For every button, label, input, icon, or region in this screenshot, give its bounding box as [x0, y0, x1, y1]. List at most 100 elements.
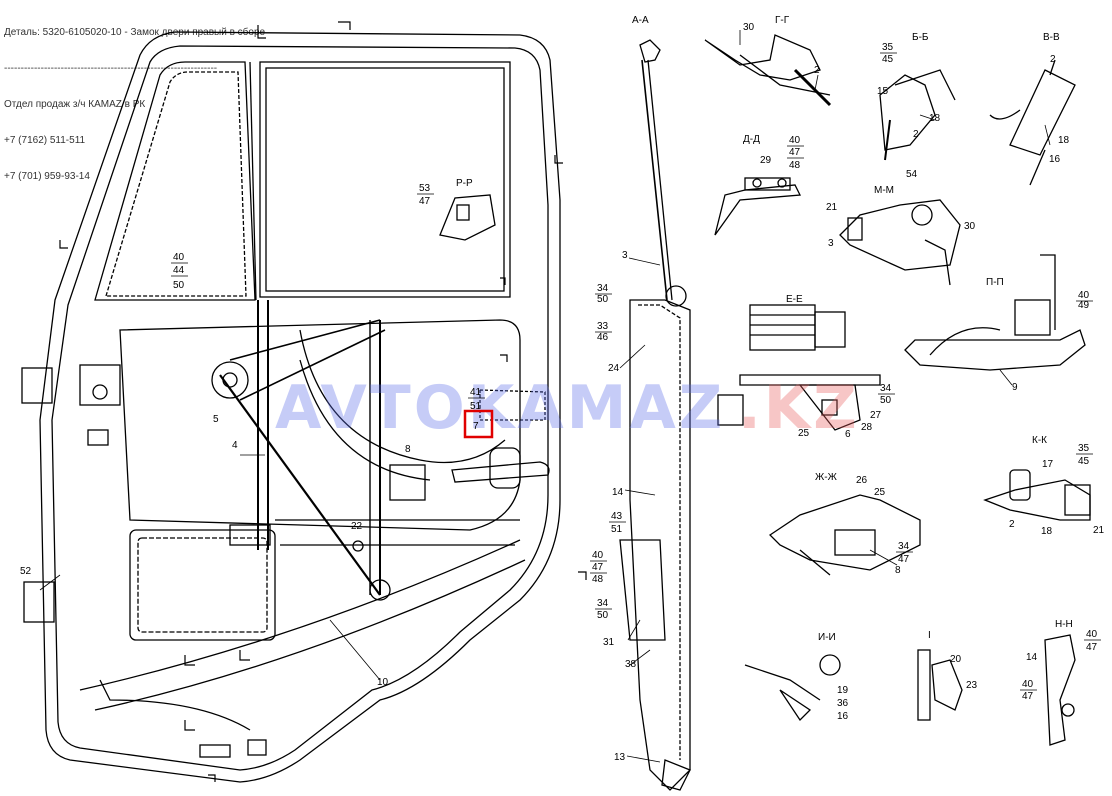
- section-label-vv: В-В: [1043, 32, 1060, 43]
- part-label-33: 33: [597, 321, 609, 332]
- phone-1[interactable]: +7 (7162) 511-511: [4, 135, 86, 146]
- part-label-48b: 48: [592, 574, 604, 585]
- part-label-22: 22: [351, 521, 363, 532]
- section-kk-drawing: [983, 469, 1091, 521]
- part-label-3: 3: [828, 238, 834, 249]
- part-label-40: 40: [789, 135, 801, 146]
- part-label-21b: 21: [1093, 525, 1105, 536]
- leader-lines: [39, 30, 1051, 763]
- part-label-8: 8: [895, 565, 901, 576]
- section-zhzh-drawing: [768, 494, 921, 576]
- part-label-45: 45: [882, 54, 894, 65]
- part-label-26: 26: [856, 475, 868, 486]
- section-label-rr: Р-Р: [456, 178, 473, 189]
- part-label-18b: 18: [1058, 135, 1070, 146]
- section-dd-drawing: [714, 177, 802, 236]
- part-label-47: 47: [789, 147, 801, 158]
- part-label-2d: 2: [1009, 519, 1015, 530]
- part-label-25b: 25: [874, 487, 886, 498]
- section-pp-drawing: [904, 254, 1086, 371]
- part-label-30: 30: [743, 22, 755, 33]
- section-label-nn: Н-Н: [1055, 619, 1073, 630]
- part-label-40d: 40: [1086, 629, 1098, 640]
- part-label-13: 13: [614, 752, 626, 763]
- part-label-4: 4: [232, 440, 238, 451]
- section-aa-drawing: [619, 39, 691, 791]
- highlight-box[interactable]: [463, 409, 494, 439]
- part-label-34c: 34: [880, 383, 892, 394]
- part-label-20: 20: [950, 654, 962, 665]
- section-label-zhzh: Ж-Ж: [815, 472, 838, 483]
- part-label-50c: 50: [880, 395, 892, 406]
- section-vv-drawing: [989, 59, 1076, 186]
- door-outline: [21, 31, 561, 783]
- section-gg-drawing: [704, 34, 832, 107]
- part-label-52: 52: [20, 566, 32, 577]
- section-label-aa: А-А: [632, 15, 649, 26]
- part-label-14b: 14: [1026, 652, 1038, 663]
- part-label-48: 48: [789, 160, 801, 171]
- highlight-label[interactable]: 7: [473, 421, 479, 432]
- part-label-34b: 34: [597, 598, 609, 609]
- part-label-51b: 51: [470, 401, 482, 412]
- part-label-47f: 47: [419, 196, 431, 207]
- part-label-10: 10: [377, 677, 389, 688]
- part-label-2b: 2: [913, 129, 919, 140]
- sales-dept: Отдел продаж з/ч КАМАZ в РК: [4, 99, 146, 110]
- part-label-50d: 50: [173, 280, 185, 291]
- part-label-44: 44: [173, 265, 185, 276]
- part-label-46: 46: [597, 332, 609, 343]
- part-label-15: 15: [877, 86, 889, 97]
- part-label-3b: 3: [622, 250, 628, 261]
- part-label-40c: 40: [1078, 290, 1090, 301]
- part-label-9: 9: [1012, 382, 1018, 393]
- part-label-24: 24: [608, 363, 620, 374]
- part-label-19: 19: [837, 685, 849, 696]
- part-label-40e: 40: [1022, 679, 1034, 690]
- part-label-50: 50: [597, 294, 609, 305]
- section-nn-drawing: [1044, 634, 1076, 746]
- section-label-kk: К-К: [1032, 435, 1047, 446]
- section-label-bb: Б-Б: [912, 32, 929, 43]
- section-label-gg: Г-Г: [775, 15, 790, 26]
- section-label-I: I: [928, 630, 931, 641]
- part-label-34d: 34: [898, 541, 910, 552]
- part-label-45b: 45: [1078, 456, 1090, 467]
- part-label-2: 2: [814, 65, 820, 76]
- part-label-14: 14: [612, 487, 624, 498]
- part-label-47d: 47: [1086, 642, 1098, 653]
- part-label-53: 53: [419, 183, 431, 194]
- part-label-25: 25: [798, 428, 810, 439]
- section-detail-I-drawing: [917, 649, 963, 721]
- section-rr-drawing: [439, 194, 496, 241]
- part-label-6: 6: [845, 429, 851, 440]
- section-ee-drawing: [717, 304, 881, 431]
- part-label-18: 18: [929, 113, 941, 124]
- highlighted-part-7[interactable]: 7: [463, 409, 494, 439]
- part-label-38: 38: [625, 659, 637, 670]
- watermark-suffix: .KZ: [738, 373, 860, 443]
- section-mm-drawing: [839, 199, 961, 286]
- part-label-29: 29: [760, 155, 772, 166]
- part-label-2c: 2: [1050, 54, 1056, 65]
- part-label-40b: 40: [592, 550, 604, 561]
- watermark-text: AVTOKAMAZ: [275, 373, 725, 443]
- section-label-dd: Д-Д: [743, 134, 760, 145]
- part-label-36: 36: [837, 698, 849, 709]
- section-label-ee: Е-Е: [786, 294, 803, 305]
- part-label-49: 49: [1078, 300, 1090, 311]
- part-label-8b: 8: [405, 444, 411, 455]
- section-label-mm: М-М: [874, 185, 894, 196]
- section-label-pp: П-П: [986, 277, 1004, 288]
- part-label-23: 23: [966, 680, 978, 691]
- section-markers: [59, 21, 587, 782]
- phone-2[interactable]: +7 (701) 959-93-14: [4, 171, 90, 182]
- part-label-47e: 47: [1022, 691, 1034, 702]
- watermark: AVTOKAMAZ .KZ: [275, 373, 860, 443]
- header-divider: ----------------------------------------…: [4, 63, 218, 74]
- part-label-21: 21: [826, 202, 838, 213]
- part-label-16: 16: [1049, 154, 1061, 165]
- part-label-28: 28: [861, 422, 873, 433]
- section-ii-drawing: [744, 654, 841, 722]
